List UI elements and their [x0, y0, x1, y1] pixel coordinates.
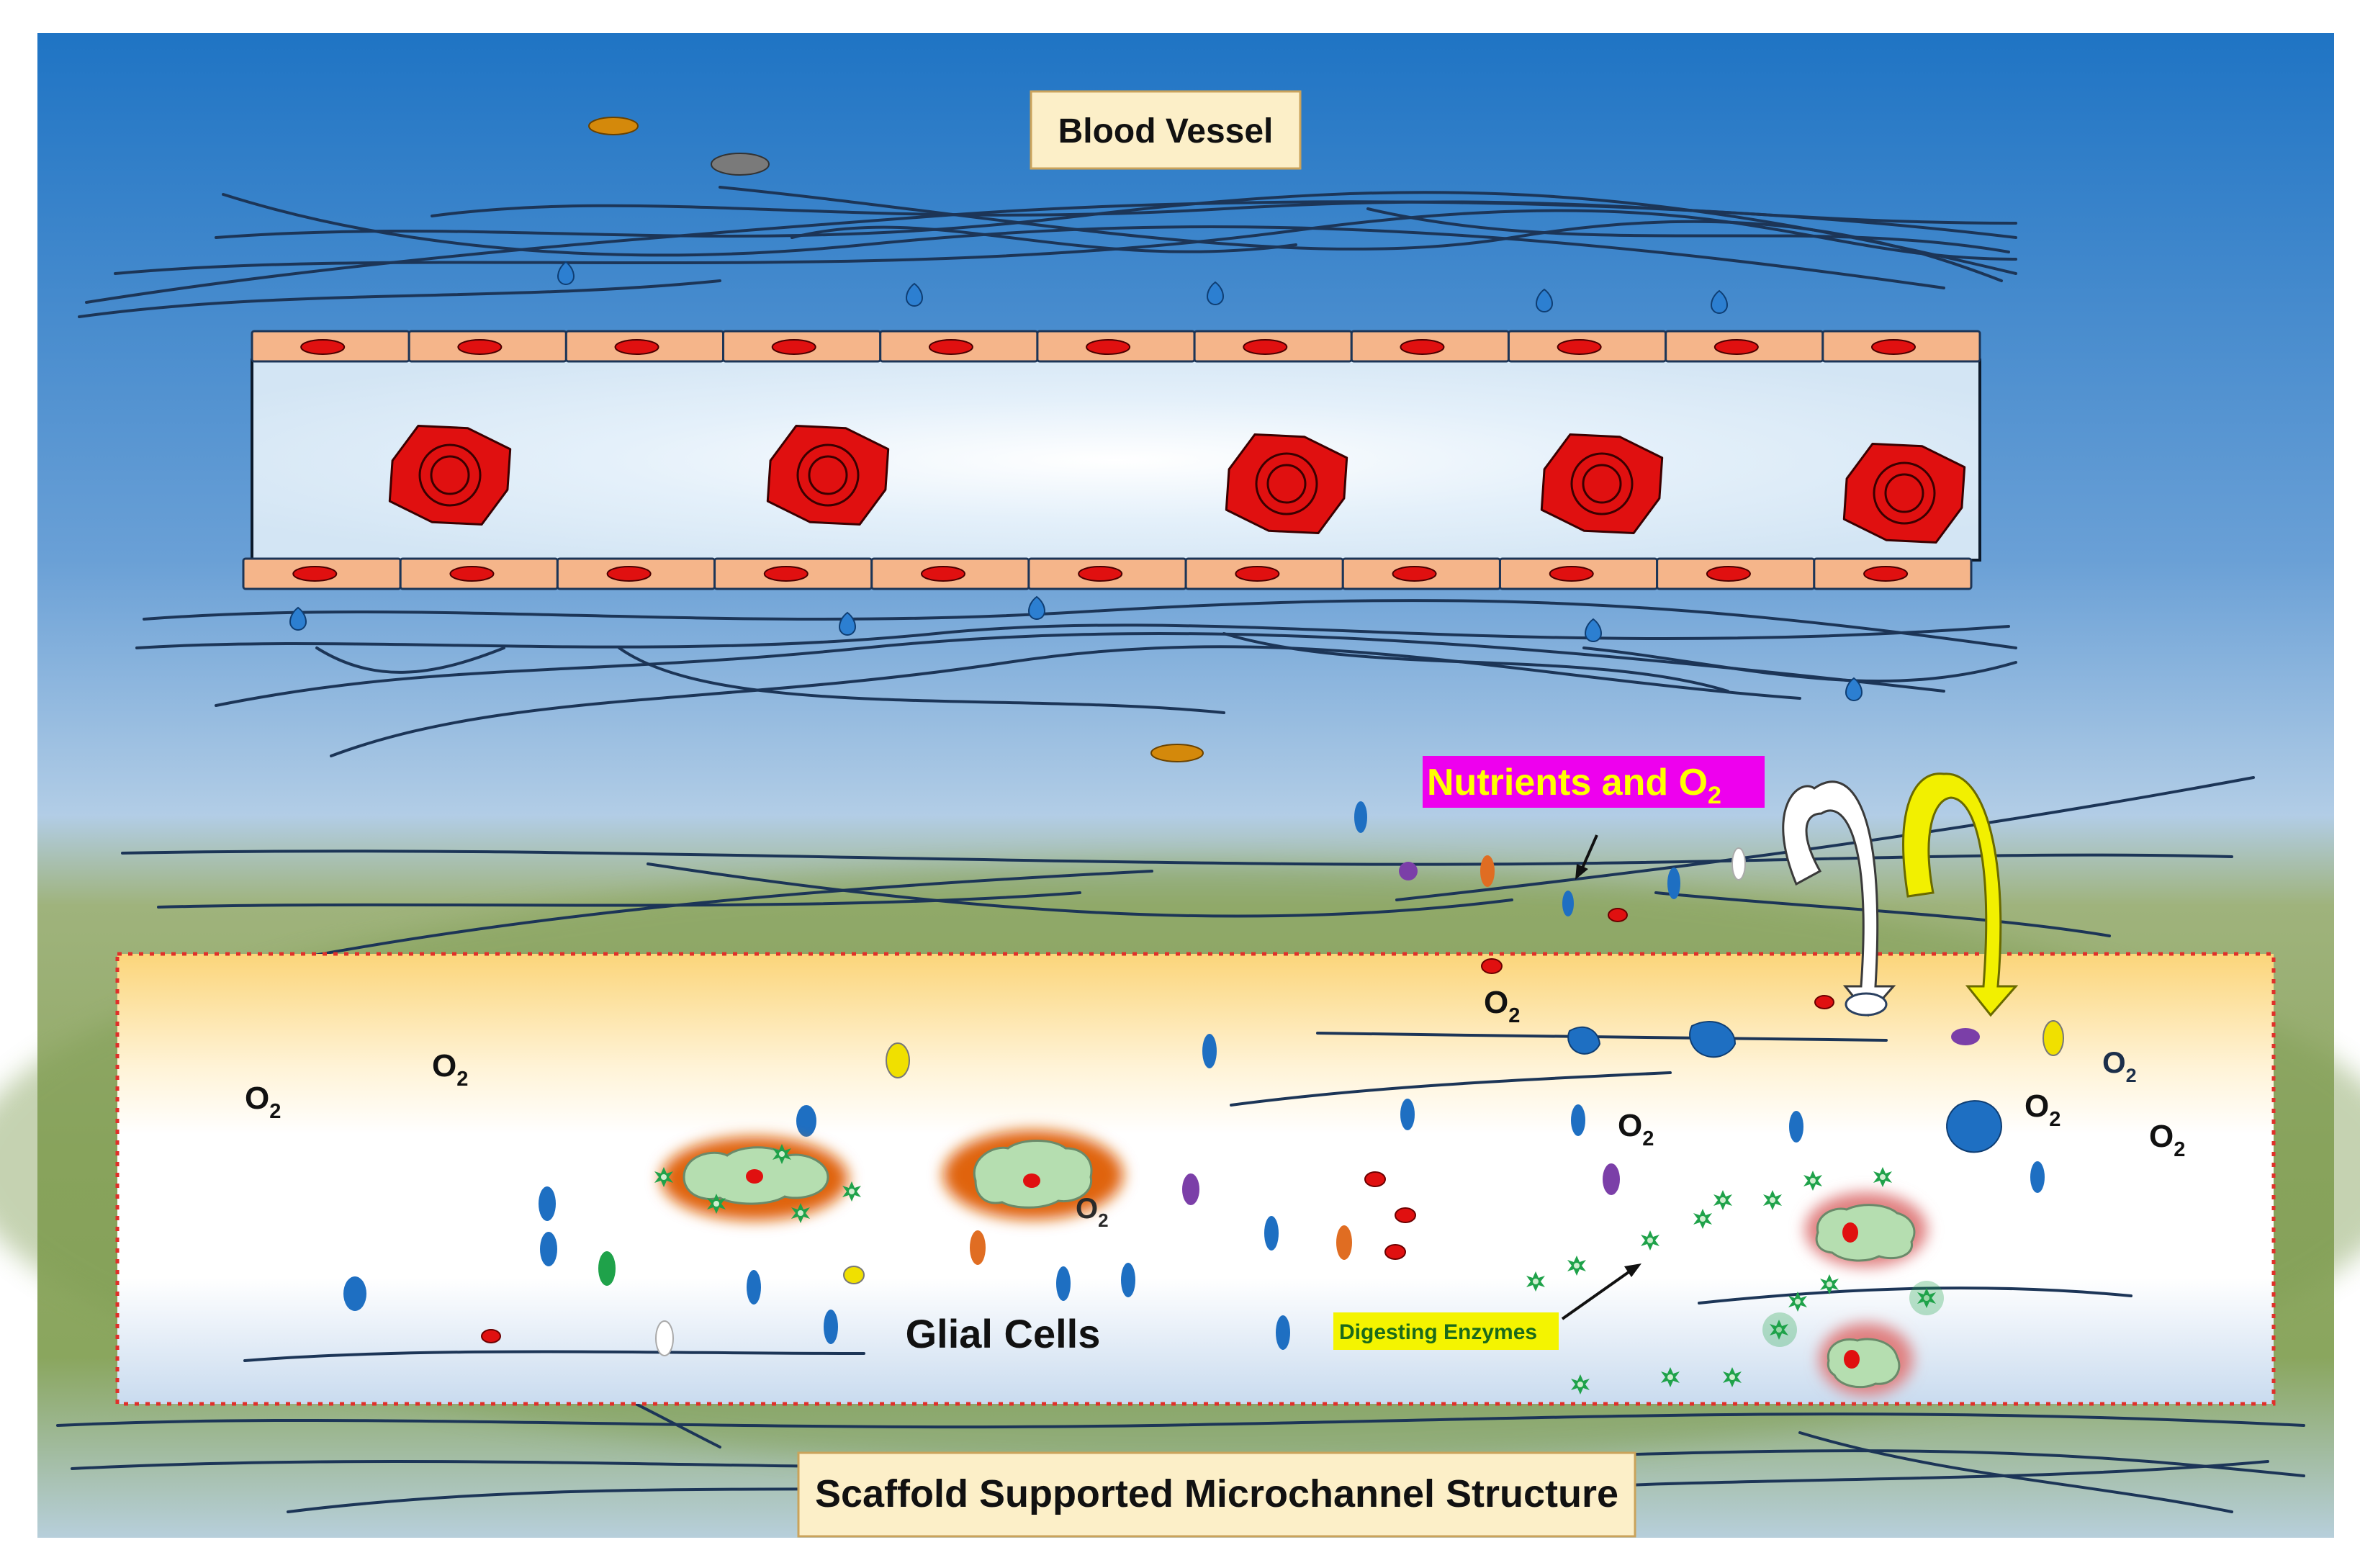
endothelial-nucleus [1392, 566, 1437, 582]
nutrients-label-box [1423, 756, 1765, 808]
blood-vessel-label-box [1030, 90, 1302, 170]
vessel-lumen [251, 359, 1981, 562]
channel-droplets [1567, 1021, 2003, 1153]
endothelial-nucleus [921, 566, 965, 582]
endothelial-nucleus [449, 566, 495, 582]
red-blood-cell [1225, 433, 1348, 534]
nutrients-label: Nutrients and O2 [1427, 762, 1721, 809]
endothelial-nucleus [1713, 339, 1759, 355]
blood-vessel [242, 330, 1981, 590]
oxygen-label: O2 [1618, 1108, 1654, 1150]
upper-fiber-mesh [78, 186, 2017, 757]
endothelial-nucleus [457, 339, 503, 355]
endothelial-nucleus [300, 339, 346, 355]
nutrient-particles [1354, 801, 1888, 1017]
endothelial-nucleus [1243, 339, 1288, 355]
endothelial-nucleus [1871, 339, 1916, 355]
endothelial-nucleus [614, 339, 659, 355]
white-transport-arrow [1782, 780, 1896, 1017]
glial-cells-label: Glial Cells [906, 1311, 1101, 1356]
enzymes-label-box [1333, 1312, 1559, 1350]
endothelial-nucleus [1549, 566, 1594, 582]
red-blood-cell [1540, 433, 1664, 534]
endothelial-top [251, 330, 1981, 363]
endothelial-nucleus [928, 339, 973, 355]
nutrients-pointer-head [1575, 864, 1588, 880]
endothelial-nucleus [1078, 566, 1123, 582]
endothelial-nucleus [1863, 566, 1909, 582]
endothelial-nucleus [763, 566, 809, 582]
enzymes-pointer-arrow [1561, 1269, 1632, 1320]
endothelial-nucleus [1400, 339, 1445, 355]
endothelial-bottom [242, 557, 1973, 590]
endothelial-nucleus [606, 566, 652, 582]
endothelial-nucleus [1235, 566, 1280, 582]
endothelial-nucleus [292, 566, 338, 582]
oxygen-label: O2 [1484, 985, 1520, 1027]
endothelial-nucleus [1557, 339, 1602, 355]
glial-cells [661, 1130, 1927, 1395]
nutrients-pointer-arrow [1580, 834, 1598, 872]
yellow-transport-arrow [1902, 772, 2019, 1017]
channel-particles [343, 1020, 2064, 1356]
floating-cell [711, 153, 770, 176]
red-blood-cell [1842, 443, 1966, 544]
endothelial-nucleus [1086, 339, 1131, 355]
oxygen-label: O2 [2025, 1089, 2061, 1131]
red-blood-cell [388, 425, 512, 526]
floating-cell [1150, 744, 1204, 762]
oxygen-label: O2 [432, 1048, 468, 1091]
floating-cell [588, 117, 639, 135]
oxygen-label: O2 [245, 1081, 281, 1123]
oxygen-label: O2 [1076, 1193, 1109, 1231]
blood-vessel-label: Blood Vessel [1058, 112, 1274, 150]
endothelial-nucleus [1706, 566, 1751, 582]
endothelial-nucleus [771, 339, 816, 355]
red-blood-cell [766, 425, 890, 526]
scaffold-label: Scaffold Supported Microchannel Structur… [815, 1472, 1618, 1515]
enzymes-label: Digesting Enzymes [1339, 1320, 1537, 1344]
enzymes-pointer-head [1624, 1263, 1641, 1277]
scaffold-label-box [797, 1451, 1636, 1538]
oxygen-label: O2 [2149, 1119, 2185, 1161]
channel-fibers [243, 1032, 2132, 1362]
red-blood-cells [388, 425, 1966, 544]
enzyme-glow [1762, 1281, 1944, 1347]
oxygen-label: O2 [2102, 1045, 2137, 1086]
